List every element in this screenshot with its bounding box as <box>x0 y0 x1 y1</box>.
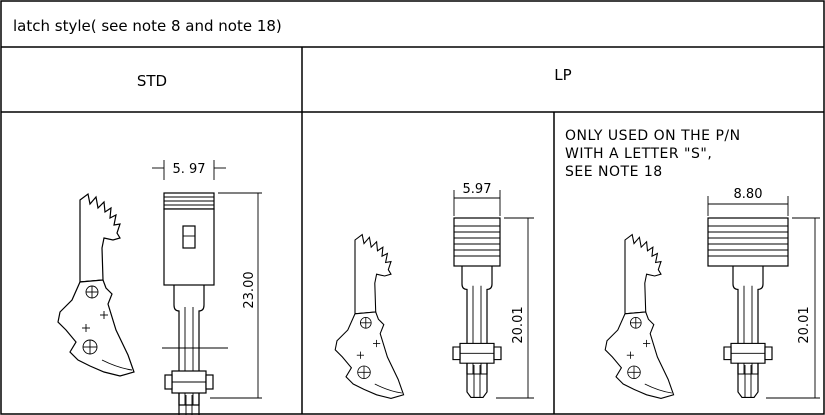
std-width-dimension: 5. 97 <box>172 162 205 177</box>
lp-height-dimension: 20.01 <box>511 306 526 343</box>
lps-latch-side-view <box>604 234 675 399</box>
lps-note-line-1: ONLY USED ON THE P/N <box>565 128 741 144</box>
lps-height-dimension: 20.01 <box>797 306 812 343</box>
column-header-std: STD <box>137 72 167 90</box>
table-title: latch style( see note 8 and note 18) <box>13 17 282 35</box>
lp-latch-side-view <box>334 234 405 399</box>
lps-note-line-3: SEE NOTE 18 <box>565 164 663 180</box>
std-height-dimension: 23.00 <box>242 271 257 308</box>
lps-dimension-marks <box>707 196 820 399</box>
lp-latch-front-view <box>452 217 502 398</box>
lps-latch-front-view <box>707 217 789 398</box>
std-latch-side-view <box>57 193 135 377</box>
column-header-lp: LP <box>554 66 571 84</box>
lps-note-line-2: WITH A LETTER "S", <box>565 146 712 162</box>
lp-dimension-marks <box>453 190 534 399</box>
std-latch-front-view <box>162 192 228 415</box>
lps-width-dimension: 8.80 <box>734 187 763 202</box>
std-dimension-marks <box>152 160 262 399</box>
lp-width-dimension: 5.97 <box>463 182 492 197</box>
